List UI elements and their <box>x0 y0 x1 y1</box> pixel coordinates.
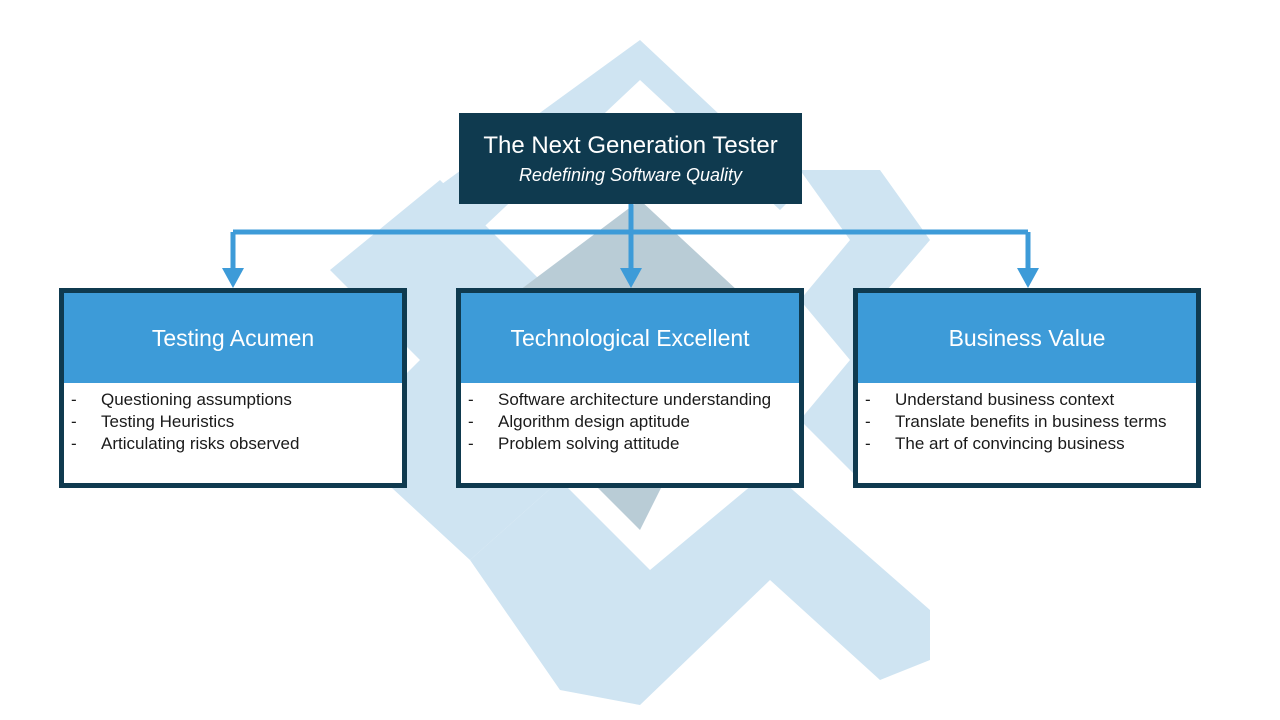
list-item: - Articulating risks observed <box>64 433 402 455</box>
list-item-text: Testing Heuristics <box>101 412 235 431</box>
card-title: Business Value <box>858 293 1196 383</box>
bullet-dash: - <box>71 412 77 431</box>
list-item: - Algorithm design aptitude <box>461 411 799 433</box>
list-item-text: Translate benefits in business terms <box>895 412 1167 431</box>
root-node: The Next Generation Tester Redefining So… <box>459 113 802 204</box>
root-title: The Next Generation Tester <box>483 132 778 159</box>
list-item: - Problem solving attitude <box>461 433 799 455</box>
list-item-text: Problem solving attitude <box>498 434 680 453</box>
watermark-shape-bottom <box>470 470 930 705</box>
arrowhead-left <box>222 268 244 288</box>
bullet-dash: - <box>468 412 474 431</box>
list-item-text: Algorithm design aptitude <box>498 412 690 431</box>
card-testing-acumen: Testing Acumen - Questioning assumptions … <box>59 288 407 488</box>
card-title: Technological Excellent <box>461 293 799 383</box>
bullet-dash: - <box>71 390 77 409</box>
list-item-text: Questioning assumptions <box>101 390 292 409</box>
bullet-dash: - <box>468 434 474 453</box>
bullet-dash: - <box>865 412 871 431</box>
arrowhead-right <box>1017 268 1039 288</box>
list-item-text: Software architecture understanding <box>498 390 772 409</box>
list-item: - Software architecture understanding <box>461 389 799 411</box>
bullet-dash: - <box>865 390 871 409</box>
card-title: Testing Acumen <box>64 293 402 383</box>
arrowhead-center <box>620 268 642 288</box>
list-item-text: The art of convincing business <box>895 434 1125 453</box>
list-item: - Testing Heuristics <box>64 411 402 433</box>
bullet-dash: - <box>71 434 77 453</box>
bullet-dash: - <box>468 390 474 409</box>
card-list: - Questioning assumptions - Testing Heuris… <box>64 383 402 455</box>
list-item: - The art of convincing business <box>858 433 1196 455</box>
bullet-dash: - <box>865 434 871 453</box>
list-item: - Questioning assumptions <box>64 389 402 411</box>
list-item: - Understand business context <box>858 389 1196 411</box>
card-list: - Software architecture understanding - Al… <box>461 383 799 455</box>
card-list: - Understand business context - Translate … <box>858 383 1196 455</box>
card-technological-excellent: Technological Excellent - Software archit… <box>456 288 804 488</box>
list-item: - Translate benefits in business terms <box>858 411 1196 433</box>
root-subtitle: Redefining Software Quality <box>518 165 743 185</box>
list-item-text: Understand business context <box>895 390 1115 409</box>
list-item-text: Articulating risks observed <box>101 434 300 453</box>
card-business-value: Business Value - Understand business cont… <box>853 288 1201 488</box>
